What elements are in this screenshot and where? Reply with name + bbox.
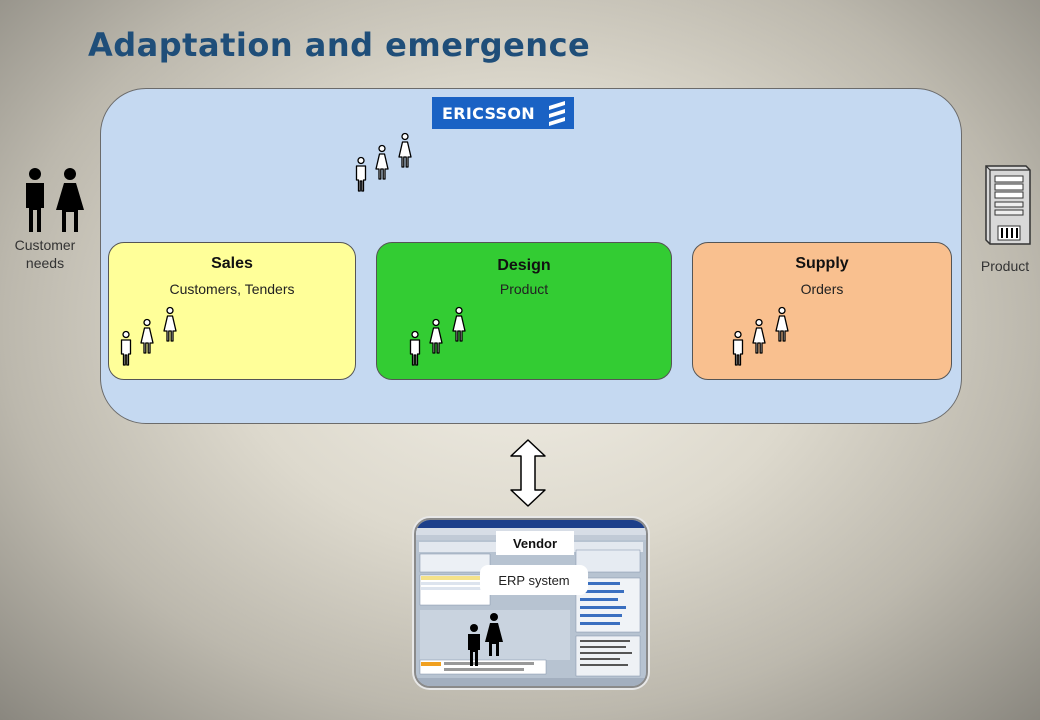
dept-subtitle: Product — [499, 281, 549, 297]
vendor-people-icon — [468, 613, 503, 666]
customer-couple-icon — [26, 168, 84, 232]
erp-system-label: ERP system — [480, 565, 588, 595]
customer-needs-label: Customer needs — [14, 237, 76, 271]
sales-department: Sales Customers, Tenders — [108, 242, 356, 380]
double-arrow-icon — [510, 439, 546, 507]
dept-subtitle: Customers, Tenders — [169, 281, 295, 297]
page-title: Adaptation and emergence — [88, 26, 591, 64]
dept-title: Sales — [211, 255, 253, 272]
people-group-icon — [353, 132, 419, 194]
people-group-icon — [407, 306, 473, 368]
dept-title: Design — [497, 257, 551, 274]
ericsson-logo: ERICSSON — [432, 97, 574, 129]
dept-title: Supply — [795, 255, 849, 272]
server-icon — [985, 165, 1031, 245]
logo-text: ERICSSON — [442, 103, 535, 123]
dept-subtitle: Orders — [800, 281, 844, 297]
ericsson-mark-icon — [549, 101, 565, 126]
product-label: Product — [980, 258, 1030, 274]
people-group-icon — [730, 306, 796, 368]
people-group-icon — [118, 306, 184, 368]
vendor-label: Vendor — [496, 531, 574, 555]
design-department: Design Product — [376, 242, 672, 380]
